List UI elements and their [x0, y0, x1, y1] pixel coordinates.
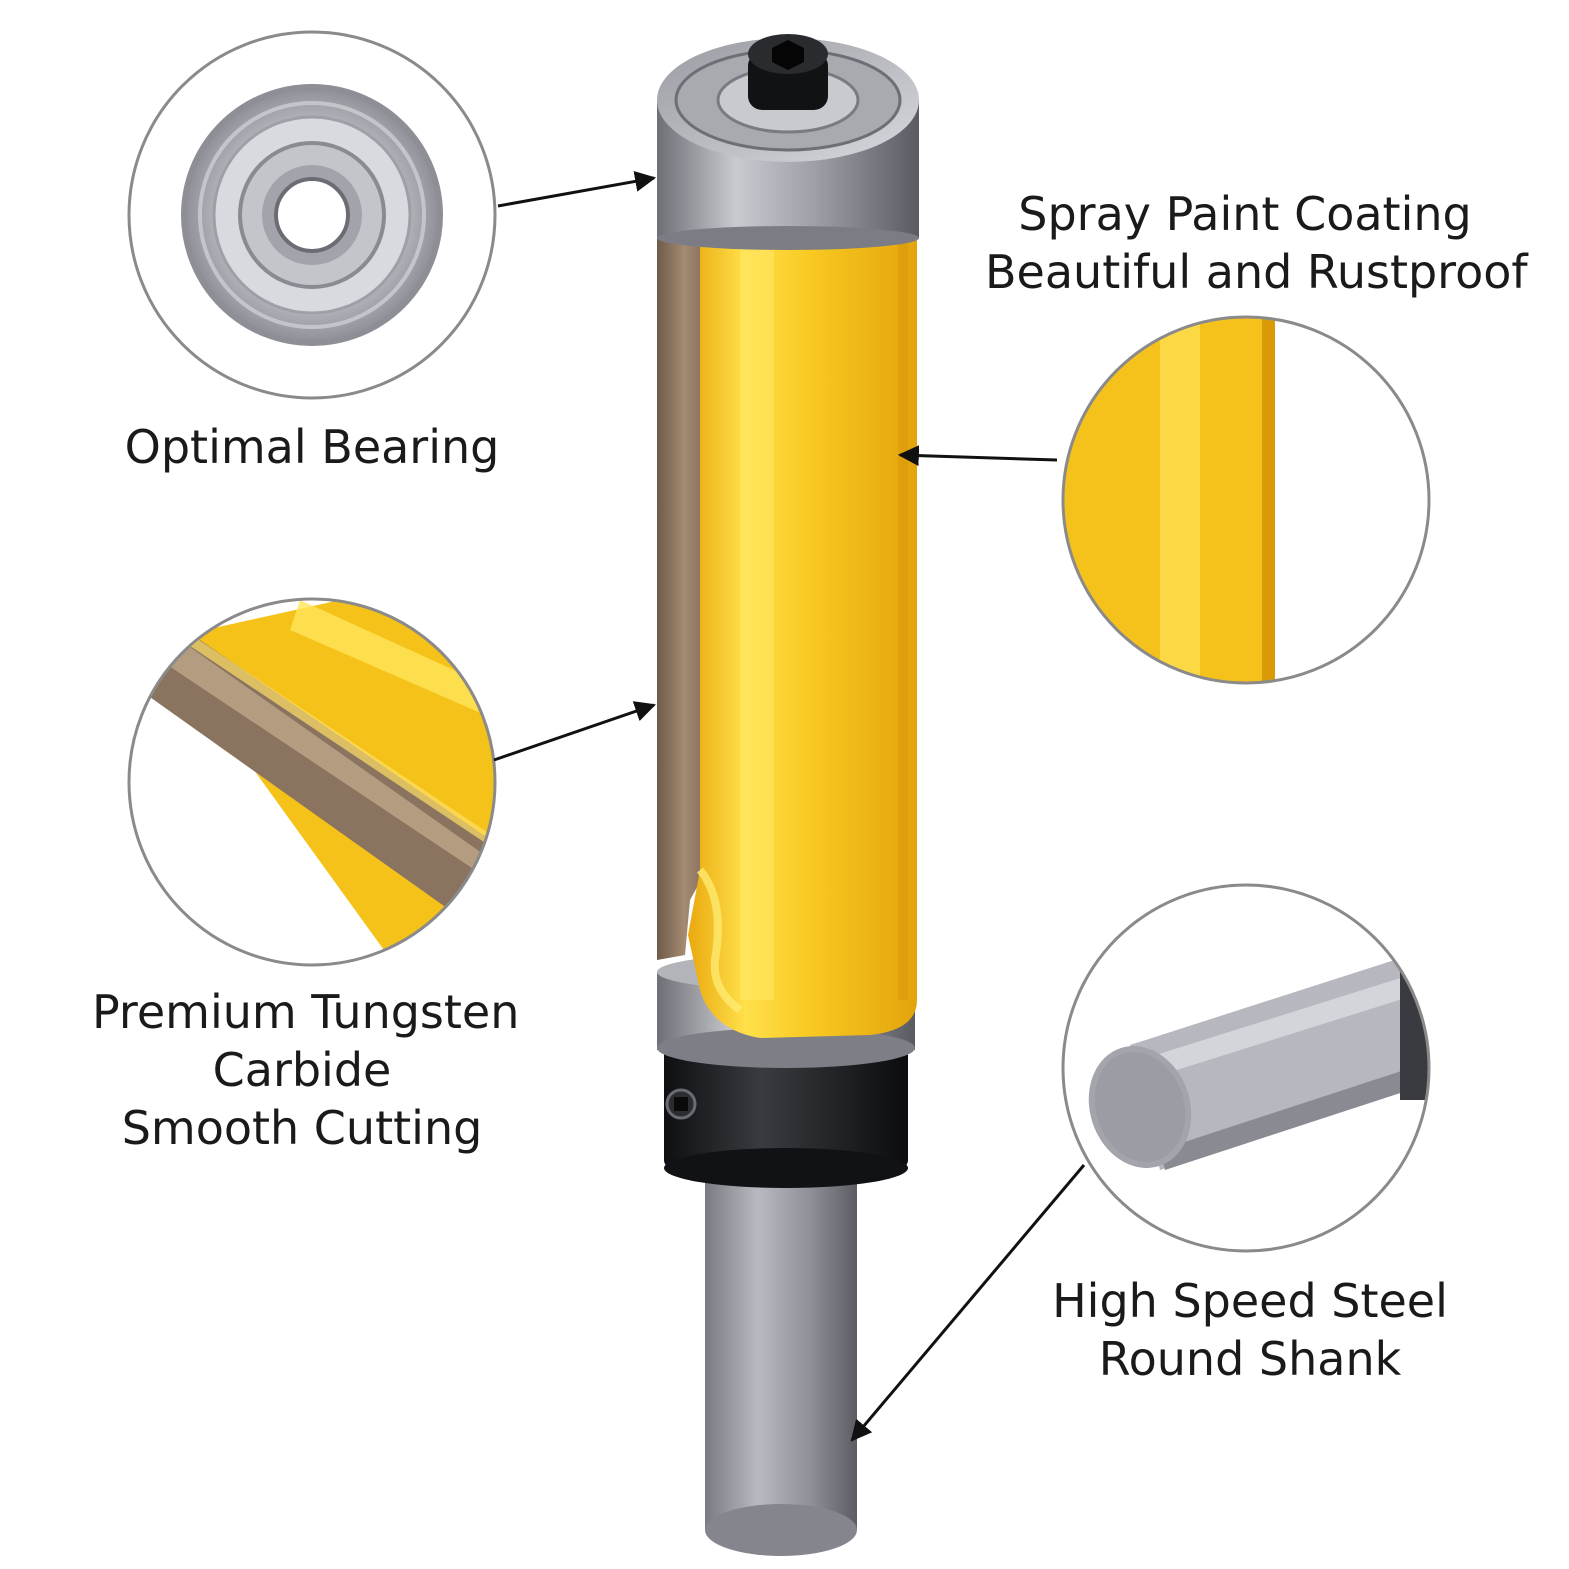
- shank-arrow: [850, 1164, 1086, 1442]
- shank-detail-circle: [1061, 883, 1431, 1253]
- bearing-label: Optimal Bearing: [112, 418, 512, 476]
- coating-detail-circle: [1061, 315, 1431, 685]
- bearing-detail-circle: [127, 30, 497, 400]
- carbide-label-line: Premium Tungsten: [92, 985, 520, 1039]
- yellow-coated-body: [688, 225, 917, 1038]
- shank-label: High Speed Steel Round Shank: [1040, 1272, 1460, 1388]
- round-shank: [705, 1160, 857, 1556]
- carbide-arrow: [493, 701, 656, 762]
- router-bit: [657, 34, 919, 1556]
- coating-label-line: Spray Paint Coating: [1018, 187, 1472, 241]
- shank-label-line: Round Shank: [1098, 1332, 1402, 1386]
- hex-screw: [748, 34, 828, 110]
- bearing-label-line: Optimal Bearing: [124, 420, 500, 474]
- carbide-label-line: Carbide: [212, 1043, 392, 1097]
- stop-collar: [664, 1040, 908, 1188]
- carbide-label: Premium Tungsten Carbide Smooth Cutting: [92, 983, 520, 1157]
- coating-label: Spray Paint Coating Beautiful and Rustpr…: [985, 185, 1528, 301]
- coating-label-line: Beautiful and Rustproof: [985, 245, 1528, 299]
- shank-label-line: High Speed Steel: [1052, 1274, 1448, 1328]
- coating-arrow: [897, 445, 1058, 467]
- carbide-label-line: Smooth Cutting: [121, 1101, 483, 1155]
- carbide-detail-circle: [127, 597, 497, 967]
- bearing-arrow: [497, 171, 657, 208]
